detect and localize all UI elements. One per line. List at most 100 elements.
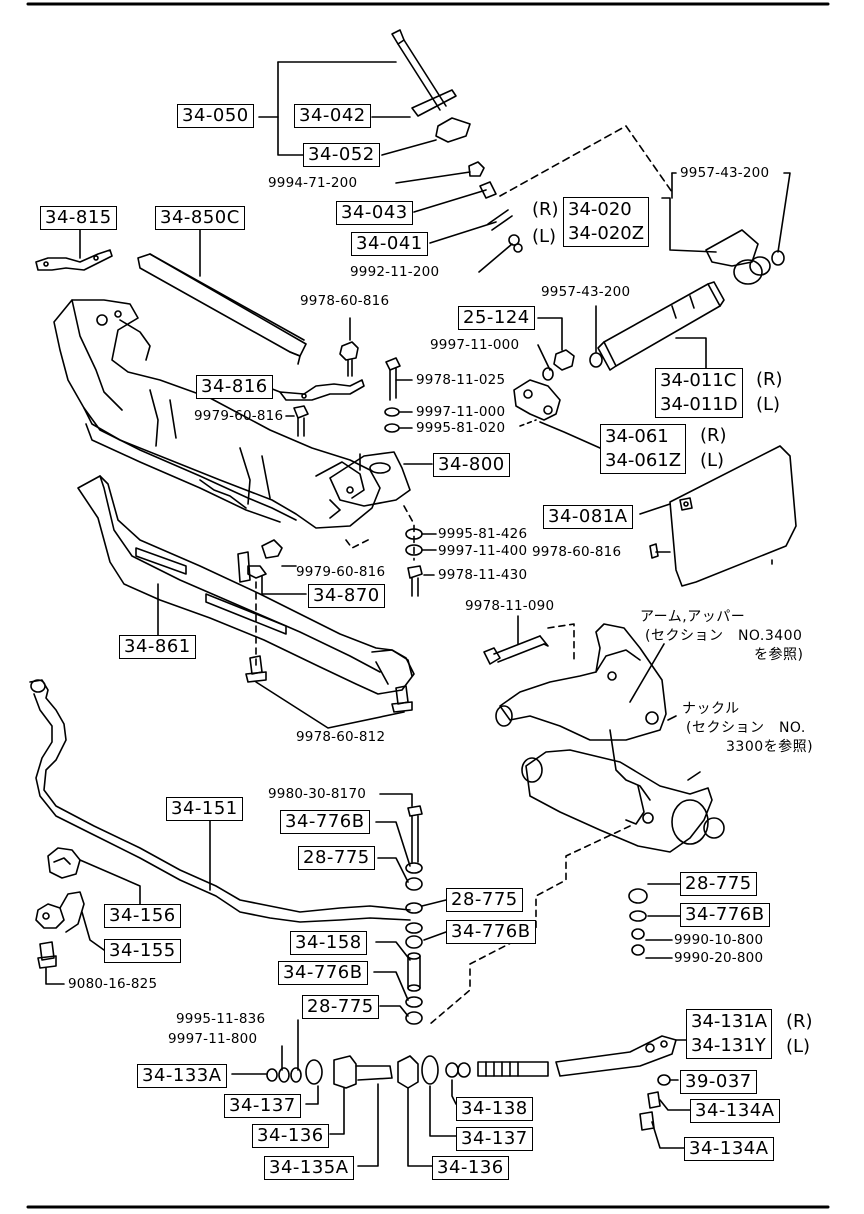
label-9997-11-000-a: 9997-11-000 (430, 337, 520, 353)
note-knuckle-line3: 3300を参照) (726, 739, 814, 755)
crossmember-drawing (53, 299, 381, 529)
label-9994-71-200: 9994-71-200 (268, 175, 358, 191)
label-9992-11-200: 9992-11-200 (350, 264, 440, 280)
upper-arm-bolt-drawing (391, 29, 471, 143)
label-9978-60-816-b: 9978-60-816 (532, 544, 622, 560)
label-28-775-d: 28-775 (302, 995, 379, 1019)
leader-34-020 (661, 197, 717, 253)
label-34-158: 34-158 (290, 931, 367, 955)
bolt-9978-11-025 (385, 357, 401, 401)
side-left-34-131: (L) (786, 1036, 811, 1057)
leader-9957-right (777, 172, 791, 253)
label-39-037: 39-037 (680, 1070, 757, 1094)
washer-9995-81-020 (384, 423, 400, 433)
label-34-134a-a: 34-134A (690, 1099, 780, 1123)
label-9995-11-836: 9995-11-836 (176, 1011, 266, 1027)
label-9978-11-090: 9978-11-090 (465, 598, 555, 614)
label-9979-60-816-b: 9979-60-816 (296, 564, 386, 580)
leader-lines-top (258, 61, 513, 273)
label-34-776b-b: 34-776B (446, 920, 536, 944)
label-34-870: 34-870 (308, 584, 385, 608)
label-34-081a: 34-081A (543, 505, 633, 529)
note-upper-arm-line3: を参照) (754, 647, 804, 663)
label-34-133a: 34-133A (137, 1064, 227, 1088)
label-9980-30-8170: 9980-30-8170 (268, 786, 367, 802)
bolt-9080-16-825 (37, 941, 57, 969)
label-9080-16-825: 9080-16-825 (68, 976, 158, 992)
label-34-156: 34-156 (104, 904, 181, 928)
label-34-815: 34-815 (40, 206, 117, 230)
washer-9997-11-000-b (384, 407, 400, 417)
leader-34-870 (261, 575, 307, 595)
label-34-061z: 34-061Z (605, 450, 682, 471)
dashed-stopper (519, 419, 537, 427)
label-9978-60-812: 9978-60-812 (296, 729, 386, 745)
leader-knuckle-note (667, 715, 677, 721)
label-25-124: 25-124 (458, 306, 535, 330)
label-34-816: 34-816 (196, 375, 273, 399)
label-9978-11-430: 9978-11-430 (438, 567, 528, 583)
label-34-011c: 34-011C (660, 370, 737, 391)
crossmember-34-861-drawing (77, 475, 415, 695)
label-34-020: 34-020 (568, 199, 632, 220)
label-34-776b-c: 34-776B (278, 961, 368, 985)
label-34-061: 34-061 (605, 426, 669, 447)
bolt-9978-60-816-upper (339, 341, 359, 377)
note-upper-arm-line2: (セクション NO.3400 (645, 628, 803, 644)
label-34-042: 34-042 (294, 104, 371, 128)
label-9978-60-816-a: 9978-60-816 (300, 293, 390, 309)
bushing-34-156-drawing (47, 847, 81, 879)
bolts-9978-60-812 (245, 655, 413, 713)
stopper-34-061-drawing (513, 379, 561, 421)
stabilizer-bar-drawing (29, 679, 411, 923)
bumper-stopper-drawing (705, 229, 785, 285)
label-34-020z: 34-020Z (568, 223, 645, 244)
upper-arm-knuckle-drawing (495, 623, 725, 853)
label-9995-81-020: 9995-81-020 (416, 420, 506, 436)
label-34-776b-d: 34-776B (680, 903, 770, 927)
dashed-knuckle-to-link (429, 825, 631, 1025)
snap-ring-9957 (589, 352, 603, 368)
leader-arm-note (629, 643, 665, 703)
bracket-34-815-drawing (35, 249, 113, 271)
nut-25-124-drawing (542, 349, 575, 381)
bolt-9978-11-090 (483, 635, 549, 665)
bracket-34-816-drawing (279, 379, 365, 401)
label-9990-20-800: 9990-20-800 (674, 950, 764, 966)
label-9997-11-400: 9997-11-400 (438, 543, 528, 559)
label-9995-81-426: 9995-81-426 (438, 526, 528, 542)
shield-34-850c-drawing (137, 253, 307, 365)
link-leaders (373, 793, 447, 1017)
label-34-155: 34-155 (104, 939, 181, 963)
label-34-151: 34-151 (166, 797, 243, 821)
label-28-775-b: 28-775 (446, 888, 523, 912)
label-34-861: 34-861 (119, 635, 196, 659)
dashed-leader-top (499, 125, 673, 197)
side-left-34-011: (L) (756, 394, 781, 415)
label-34-011d: 34-011D (660, 394, 738, 415)
note-knuckle-line2: (セクション NO. (686, 720, 806, 736)
side-right-34-020: (R) (532, 199, 559, 220)
label-34-043: 34-043 (336, 201, 413, 225)
leader-washers-upper (399, 411, 413, 429)
label-9990-10-800: 9990-10-800 (674, 932, 764, 948)
label-34-135a: 34-135A (264, 1156, 354, 1180)
side-left-34-061: (L) (700, 450, 725, 471)
note-knuckle-line1: ナックル (682, 701, 740, 717)
side-right-34-011: (R) (756, 369, 783, 390)
leader-34-155 (81, 911, 105, 951)
label-34-050: 34-050 (177, 104, 254, 128)
right-bushings-drawing (628, 888, 648, 956)
bracket-34-155-drawing (35, 891, 85, 933)
label-34-041: 34-041 (351, 232, 428, 256)
label-34-138: 34-138 (456, 1097, 533, 1121)
label-34-850c: 34-850C (155, 206, 245, 230)
note-upper-arm-line1: アーム,アッパー (640, 609, 746, 625)
label-34-136-b: 34-136 (432, 1156, 509, 1180)
label-9997-11-800: 9997-11-800 (168, 1031, 258, 1047)
mud-guard-drawing (649, 445, 797, 587)
label-9978-11-025: 9978-11-025 (416, 372, 506, 388)
right-leaders (645, 883, 681, 959)
leader-9080-16-825 (45, 967, 65, 985)
